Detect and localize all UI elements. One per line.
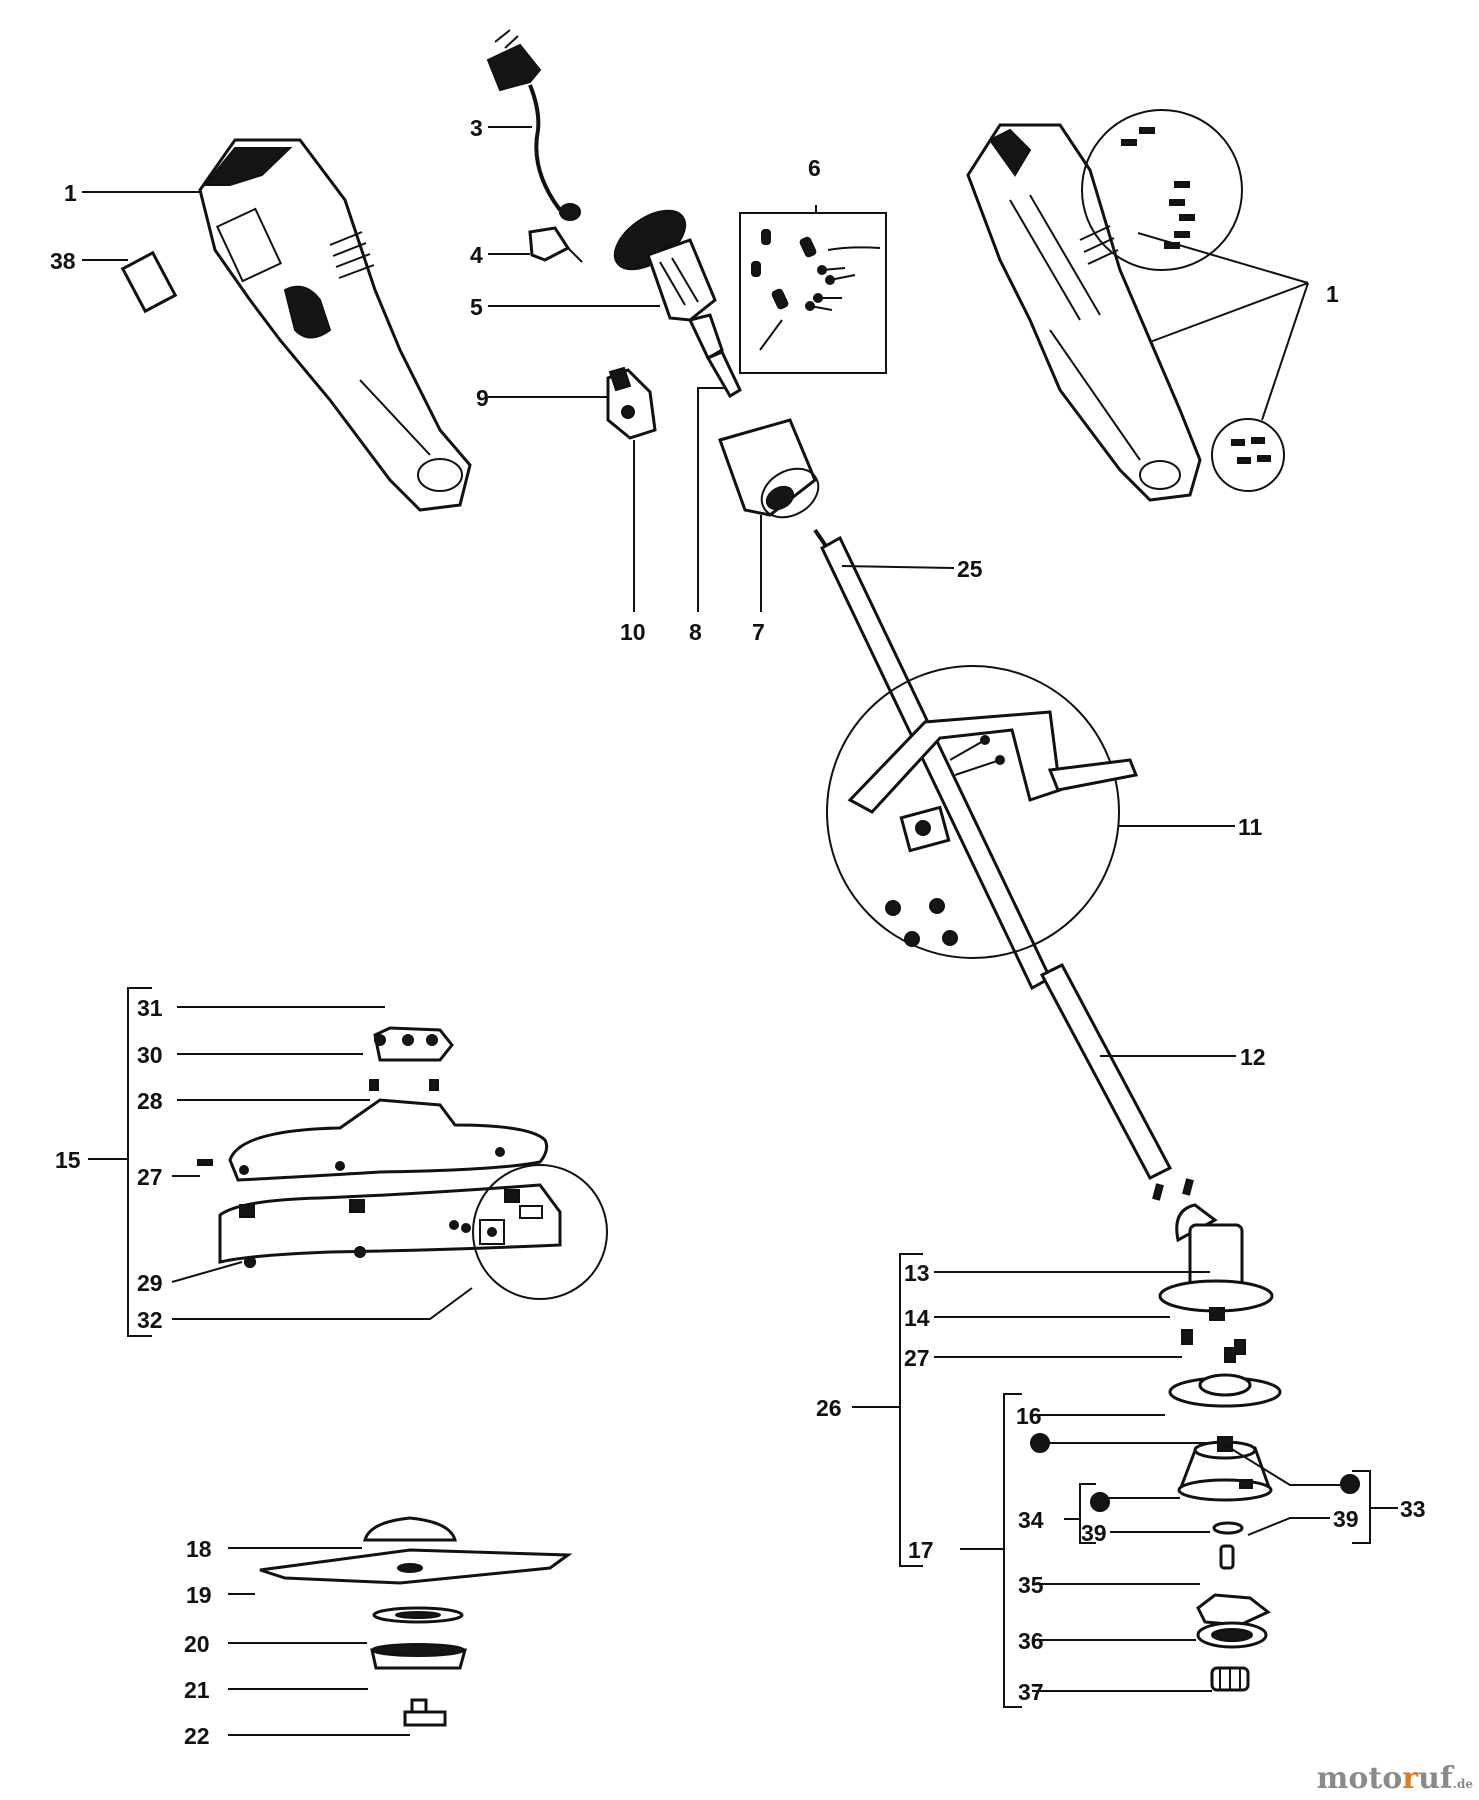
label-33: 33 (1400, 1496, 1426, 1522)
callout-labels: 1 38 3 4 5 6 9 10 8 7 25 1 11 12 13 14 2… (50, 115, 1426, 1749)
leader-lines (82, 126, 1340, 1736)
screws-set-bottom (1231, 437, 1271, 464)
spool-assembly (1196, 1593, 1271, 1692)
motor (613, 209, 742, 399)
guard-nut-29 (244, 1256, 256, 1268)
label-35: 35 (1018, 1572, 1044, 1598)
label-9: 9 (476, 385, 489, 411)
label-8: 8 (689, 619, 702, 645)
gear-head (1158, 1203, 1274, 1321)
label-5: 5 (470, 294, 483, 320)
label-26: 26 (816, 1395, 842, 1421)
head-screws (1181, 1329, 1246, 1363)
leader-part-1-right (1137, 232, 1309, 421)
label-34: 34 (1018, 1507, 1044, 1533)
label-13: 13 (904, 1260, 930, 1286)
brackets (88, 987, 1398, 1708)
label-18: 18 (186, 1536, 212, 1562)
hardware-kit-box (739, 212, 887, 374)
washer-39 (1212, 1521, 1244, 1535)
label-39-right: 39 (1333, 1506, 1359, 1532)
guard-screw-27 (197, 1159, 213, 1166)
label-22: 22 (184, 1723, 210, 1749)
label-38: 38 (50, 248, 76, 274)
label-1-left: 1 (64, 180, 77, 206)
drive-shaft (813, 528, 1052, 991)
label-3: 3 (470, 115, 483, 141)
label-30: 30 (137, 1042, 163, 1068)
coupling-sleeve (718, 418, 820, 519)
watermark-logo: motoruf.de (1317, 1761, 1473, 1796)
power-cord-plug (486, 29, 581, 221)
housing-half-right (966, 123, 1202, 502)
label-10: 10 (620, 619, 646, 645)
label-25: 25 (957, 556, 983, 582)
flange-plate (1168, 1373, 1282, 1408)
blade-guard-assembly (218, 1026, 608, 1300)
label-32: 32 (137, 1307, 163, 1333)
label-6: 6 (808, 155, 821, 181)
label-31: 31 (137, 995, 163, 1021)
label-12: 12 (1240, 1044, 1266, 1070)
screws-set-top (1121, 127, 1195, 249)
lower-shaft (1039, 963, 1173, 1180)
label-27-left: 27 (137, 1164, 163, 1190)
switch-block (528, 226, 583, 263)
label-16: 16 (1016, 1403, 1042, 1429)
label-21: 21 (184, 1677, 210, 1703)
brush-holder (606, 366, 657, 440)
housing-half-left (198, 138, 472, 512)
label-15: 15 (55, 1147, 81, 1173)
label-11: 11 (1238, 814, 1263, 840)
watermark-brand-post: uf (1418, 1761, 1453, 1796)
label-37: 37 (1018, 1679, 1044, 1705)
label-19: 19 (186, 1582, 212, 1608)
label-39-left: 39 (1081, 1520, 1107, 1546)
watermark-brand-pre: moto (1316, 1761, 1403, 1796)
watermark-tld: .de (1452, 1777, 1473, 1791)
watermark-brand-accent: r (1402, 1761, 1419, 1796)
label-36: 36 (1018, 1628, 1044, 1654)
label-7: 7 (752, 619, 765, 645)
label-17: 17 (908, 1537, 934, 1563)
label-28: 28 (137, 1088, 163, 1114)
screw-detail-circle-top (1081, 109, 1243, 271)
spool-cover (1177, 1436, 1273, 1502)
label-27-right: 27 (904, 1345, 930, 1371)
small-parts-33 (1030, 1433, 1360, 1512)
label-4: 4 (470, 242, 483, 268)
label-1-right: 1 (1326, 281, 1339, 307)
screw-detail-circle-bottom (1211, 418, 1285, 492)
auxiliary-handle-detail (826, 665, 1139, 959)
label-14: 14 (904, 1305, 930, 1331)
shaft-screws (1152, 1178, 1194, 1201)
label-sticker (120, 250, 178, 314)
pin-39 (1219, 1544, 1235, 1570)
label-20: 20 (184, 1631, 210, 1657)
label-29: 29 (137, 1270, 163, 1296)
blade-assembly (259, 1516, 573, 1727)
